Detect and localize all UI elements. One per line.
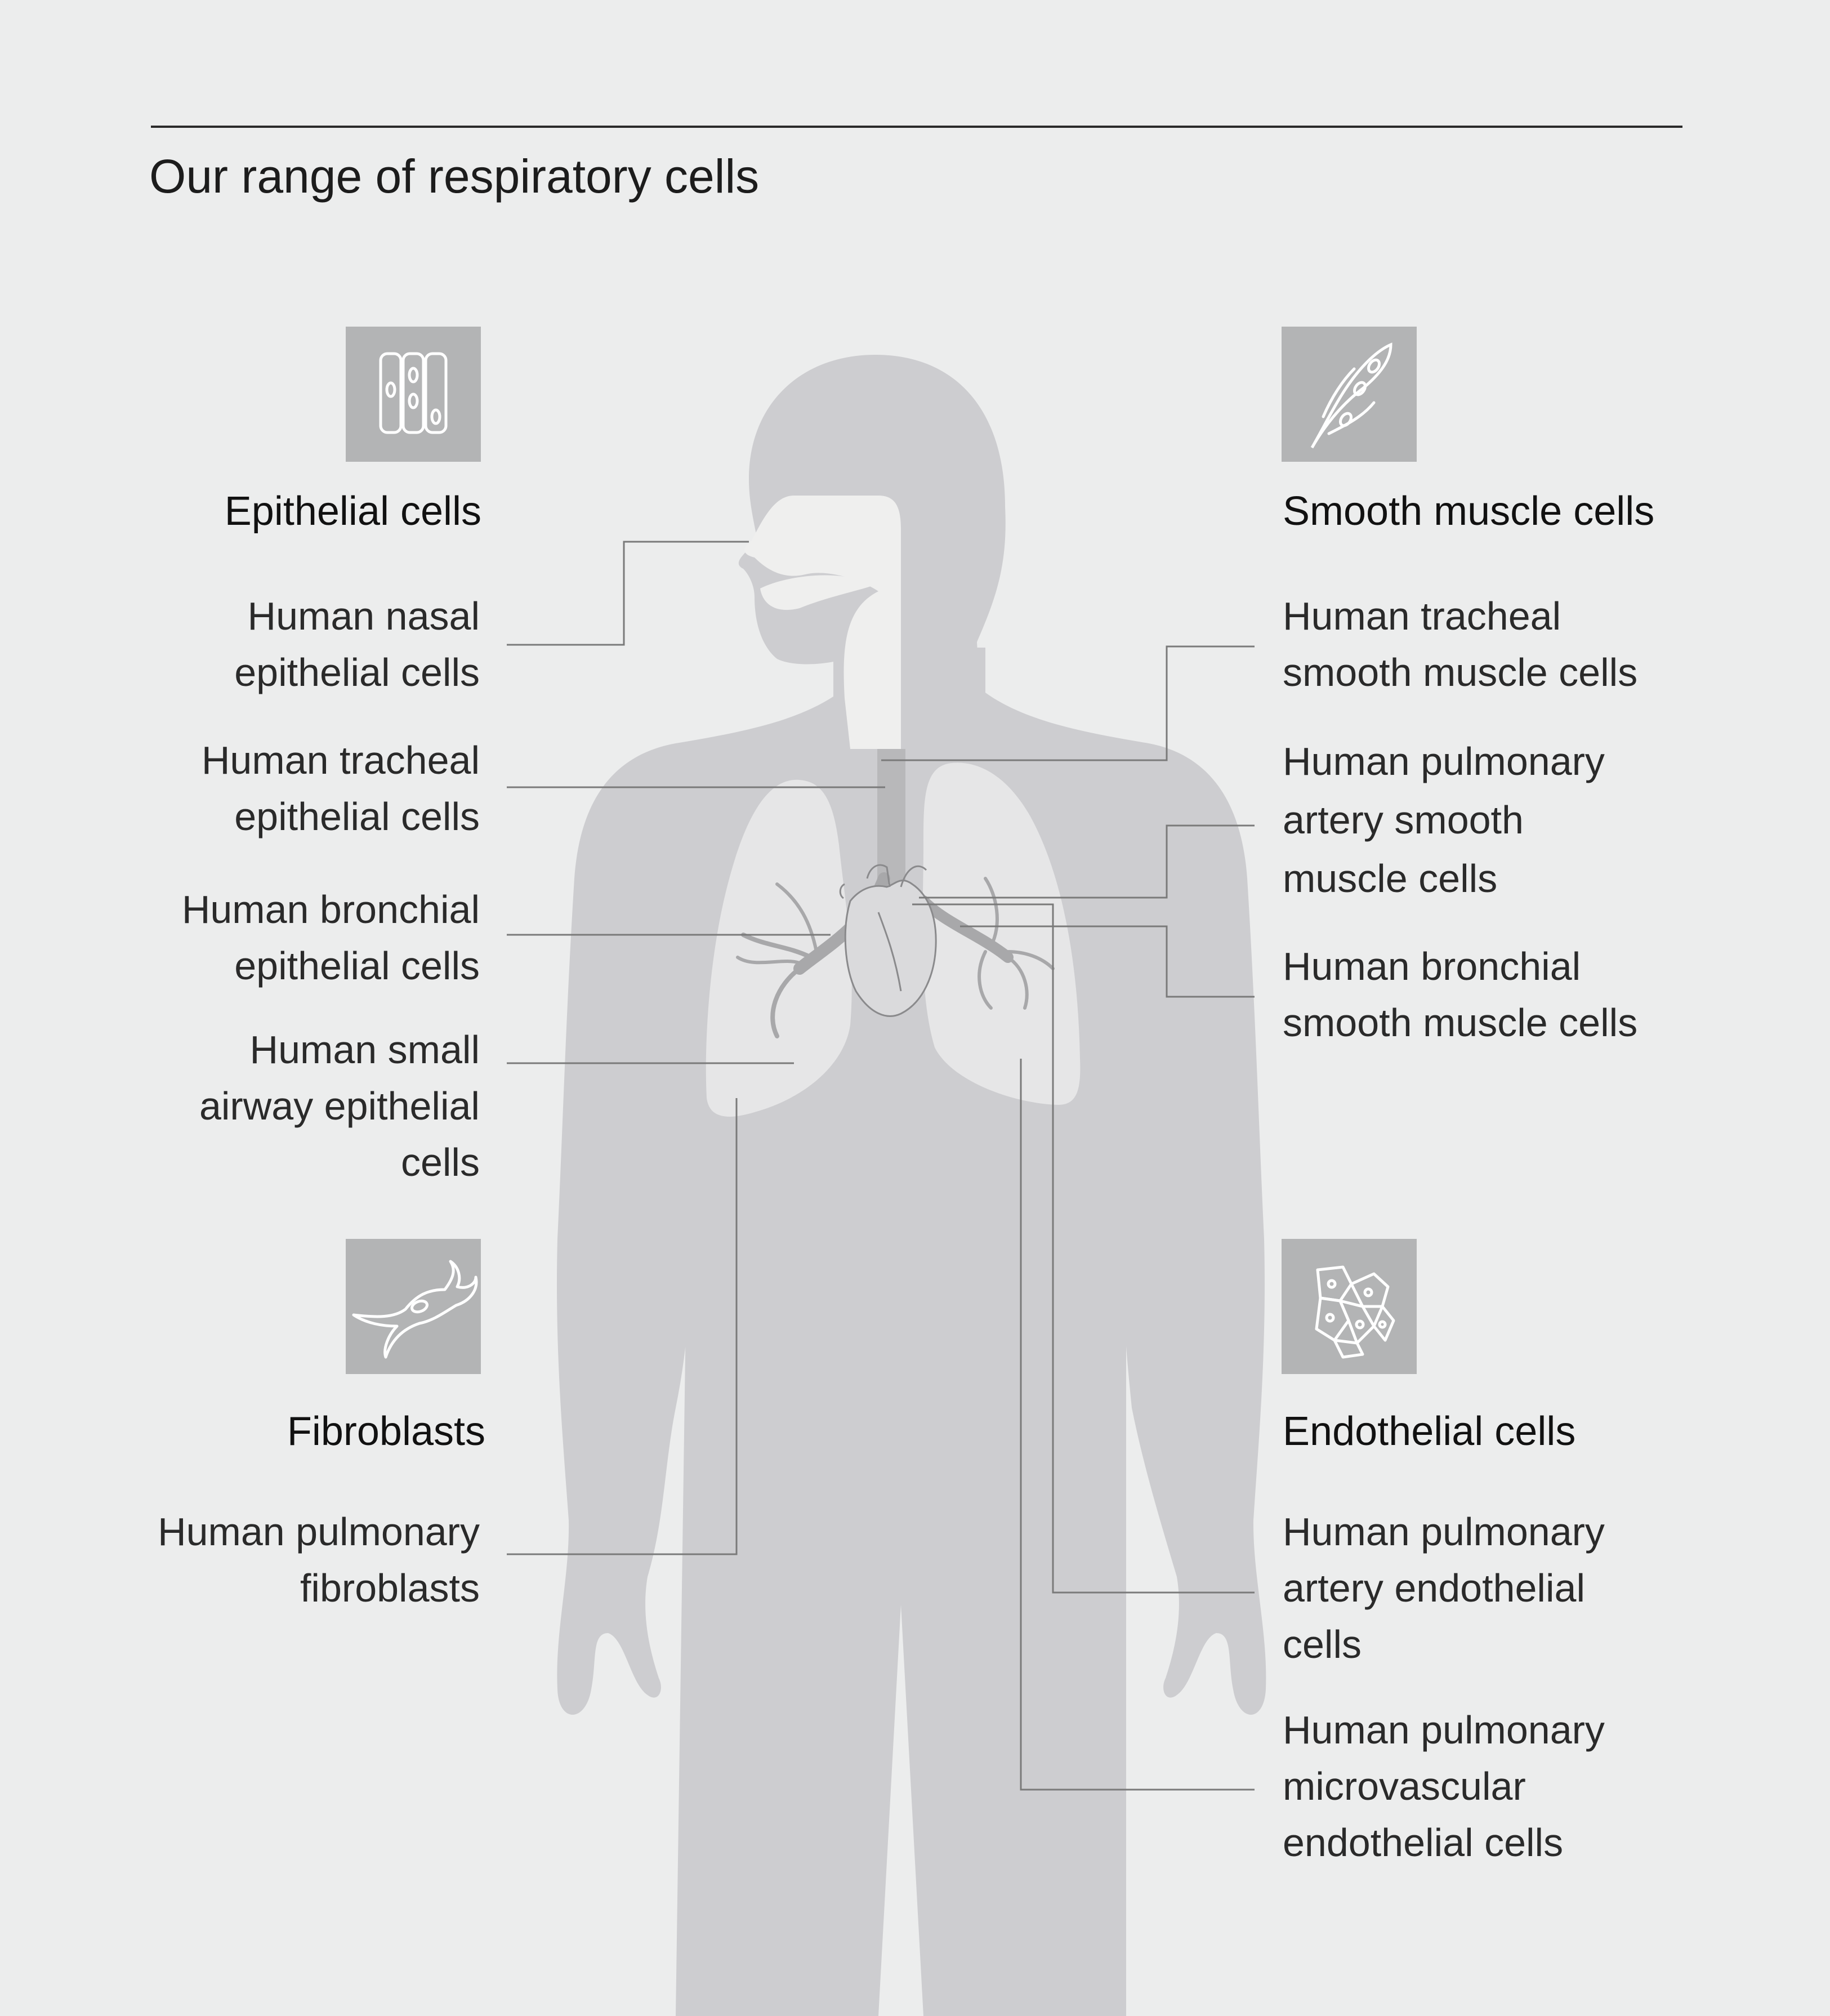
smooth-muscle-cells-icon bbox=[1282, 327, 1417, 462]
epithelial-cells-icon bbox=[346, 327, 481, 462]
leader-bronchial-sm bbox=[960, 925, 1255, 998]
heading-fibroblasts: Fibroblasts bbox=[287, 1409, 485, 1454]
leader-nasal bbox=[507, 541, 749, 646]
label-pa-smooth-muscle: Human pulmonary artery smooth muscle cel… bbox=[1283, 739, 1605, 900]
label-nasal-epithelial: Human nasal epithelial cells bbox=[234, 594, 480, 694]
label-small-airway-epithelial: Human small airway epithelial cells bbox=[199, 1028, 480, 1184]
heart bbox=[839, 864, 937, 1017]
heading-epithelial: Epithelial cells bbox=[224, 489, 481, 534]
leader-pa-endo bbox=[912, 903, 1255, 1594]
nasal-cavity bbox=[744, 496, 901, 749]
body-silhouette bbox=[557, 355, 1266, 2016]
fibroblast-icon bbox=[346, 1239, 481, 1374]
leader-lines bbox=[507, 541, 1255, 1791]
endothelial-cells-icon bbox=[1282, 1239, 1417, 1374]
leader-micro-endo bbox=[1020, 1059, 1255, 1791]
right-lung bbox=[922, 762, 1081, 1105]
label-bronchial-epithelial: Human bronchial epithelial cells bbox=[181, 887, 480, 988]
leader-tracheal-sm bbox=[881, 645, 1255, 761]
airway bbox=[744, 496, 901, 749]
heading-smooth-muscle: Smooth muscle cells bbox=[1283, 489, 1655, 534]
trachea bbox=[877, 749, 905, 884]
label-pulmonary-fibroblasts: Human pulmonary fibroblasts bbox=[158, 1510, 480, 1610]
page-title: Our range of respiratory cells bbox=[149, 150, 760, 203]
label-tracheal-smooth-muscle: Human tracheal smooth muscle cells bbox=[1283, 594, 1638, 694]
label-bronchial-smooth-muscle: Human bronchial smooth muscle cells bbox=[1283, 944, 1638, 1045]
mouth-cavity bbox=[760, 575, 873, 610]
leader-pa-sm bbox=[919, 824, 1255, 899]
leader-fibroblasts bbox=[507, 1098, 738, 1555]
label-pa-endothelial: Human pulmonary artery endothelial cells bbox=[1283, 1510, 1605, 1666]
label-tracheal-epithelial: Human tracheal epithelial cells bbox=[201, 738, 480, 838]
heading-endothelial: Endothelial cells bbox=[1283, 1409, 1576, 1454]
label-microvascular-endothelial: Human pulmonary microvascular endothelia… bbox=[1283, 1708, 1605, 1865]
